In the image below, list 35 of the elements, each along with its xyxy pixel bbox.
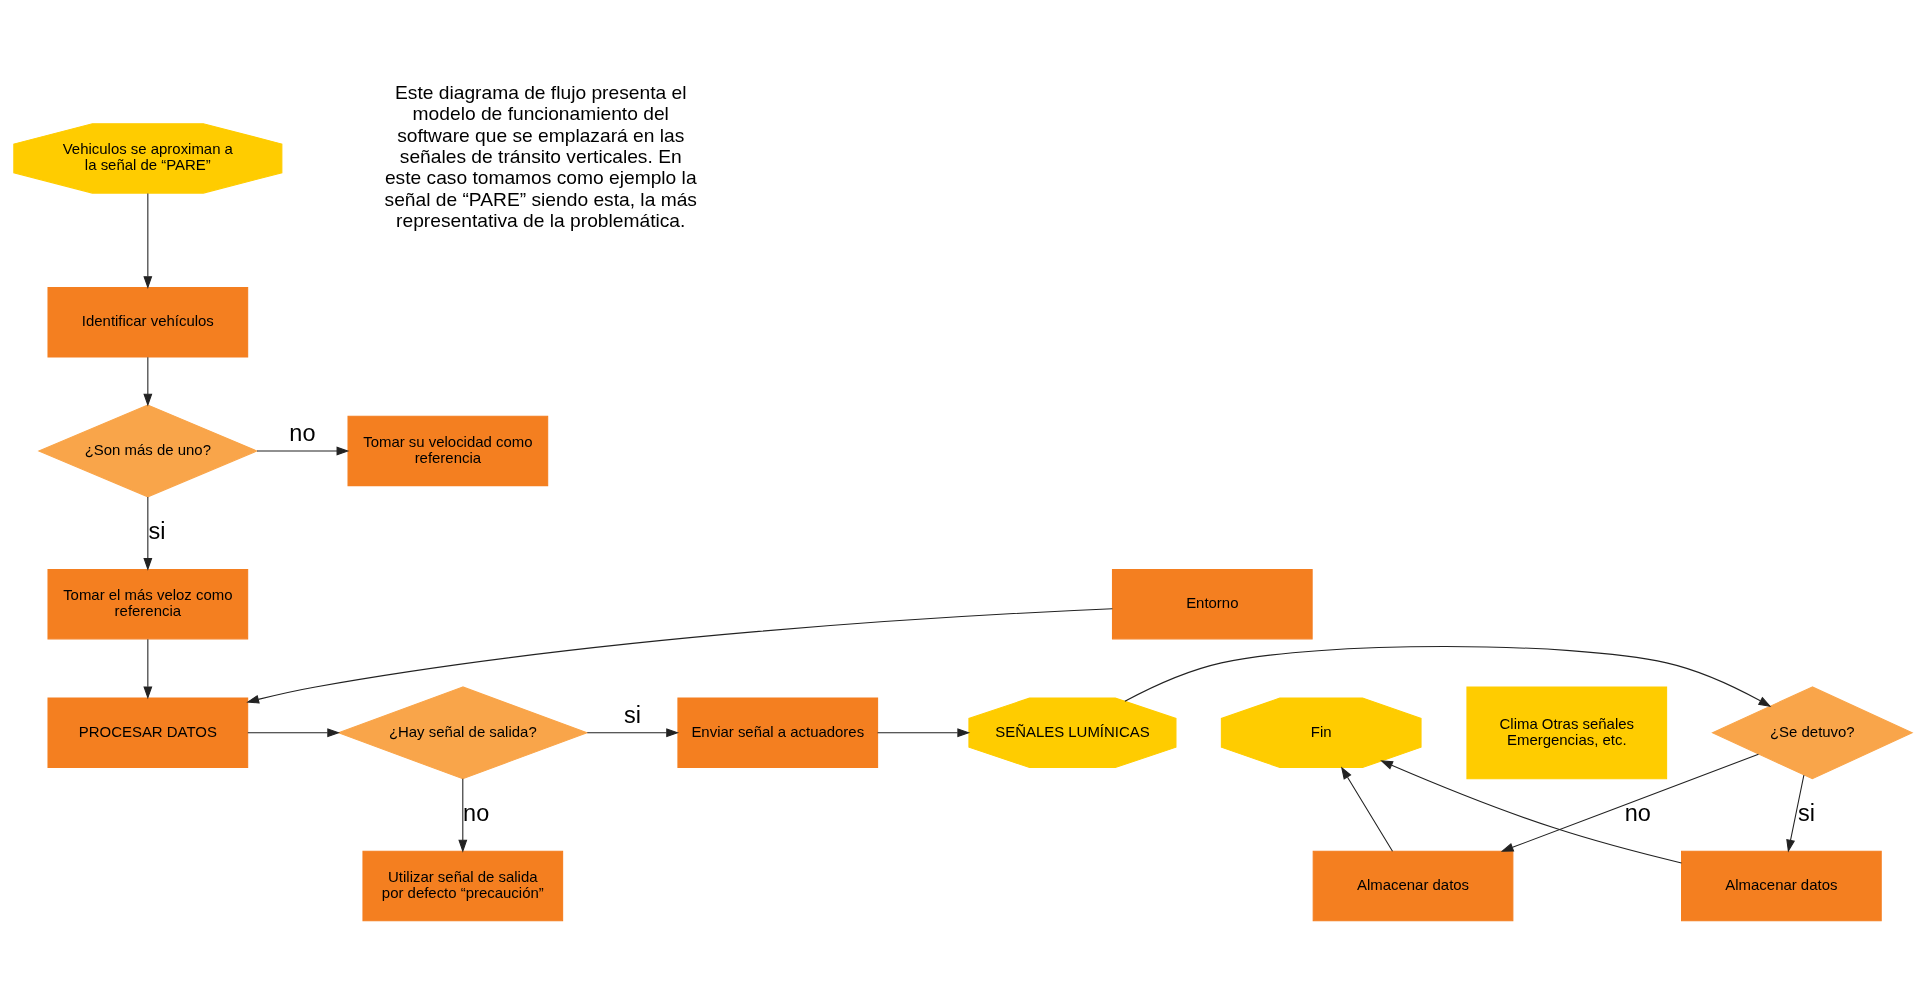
label: Este diagrama de flujo presenta el modelo de funcionamiento del software que se emplazará en las señales de tránsito verticales. En este caso tomamos como ejemplo la señal de “PARE” siendo esta, la más representativa de la problemática. xyxy=(384,81,697,231)
node-diamond: ¿Se detuvo? xyxy=(1710,685,1913,779)
arrow xyxy=(457,777,467,853)
arrow xyxy=(245,607,1113,704)
arrow xyxy=(142,495,152,571)
arrow xyxy=(586,727,679,737)
edge-label: no xyxy=(288,419,315,446)
arrow xyxy=(876,727,970,737)
arrow xyxy=(142,638,152,699)
arrow xyxy=(246,727,340,737)
node-box: Almacenar datos xyxy=(1680,850,1882,921)
edge-label: si xyxy=(1797,799,1815,826)
arrow xyxy=(1379,759,1682,864)
edge-label: no xyxy=(1624,799,1651,826)
node-diamond: ¿Son más de uno? xyxy=(37,403,258,497)
node-box: Identificar vehículos xyxy=(46,286,248,358)
node-box: Clima Otras señales Emergencias, etc. xyxy=(1465,685,1667,779)
node-box: PROCESAR DATOS xyxy=(46,697,248,768)
node-diamond: ¿Hay señal de salida? xyxy=(336,685,589,779)
edge-label: si xyxy=(623,701,641,728)
node-box: Entorno xyxy=(1111,568,1313,639)
edge-label: no xyxy=(462,799,489,826)
arrow xyxy=(255,445,349,455)
node-box: Enviar señal a actuadores xyxy=(676,697,878,768)
node-box: Tomar el más veloz como referencia xyxy=(46,568,248,639)
edge-label: si xyxy=(147,517,165,544)
arrow xyxy=(142,356,152,407)
arrow xyxy=(1785,774,1804,852)
node-box: Tomar su velocidad como referencia xyxy=(347,415,548,486)
node-box: Almacenar datos xyxy=(1312,850,1513,921)
arrow xyxy=(1500,753,1759,852)
arrow xyxy=(1340,765,1393,852)
node-box: Utilizar señal de salida por defecto “precaución” xyxy=(361,850,563,921)
arrow xyxy=(1123,645,1771,707)
arrow xyxy=(142,192,152,289)
